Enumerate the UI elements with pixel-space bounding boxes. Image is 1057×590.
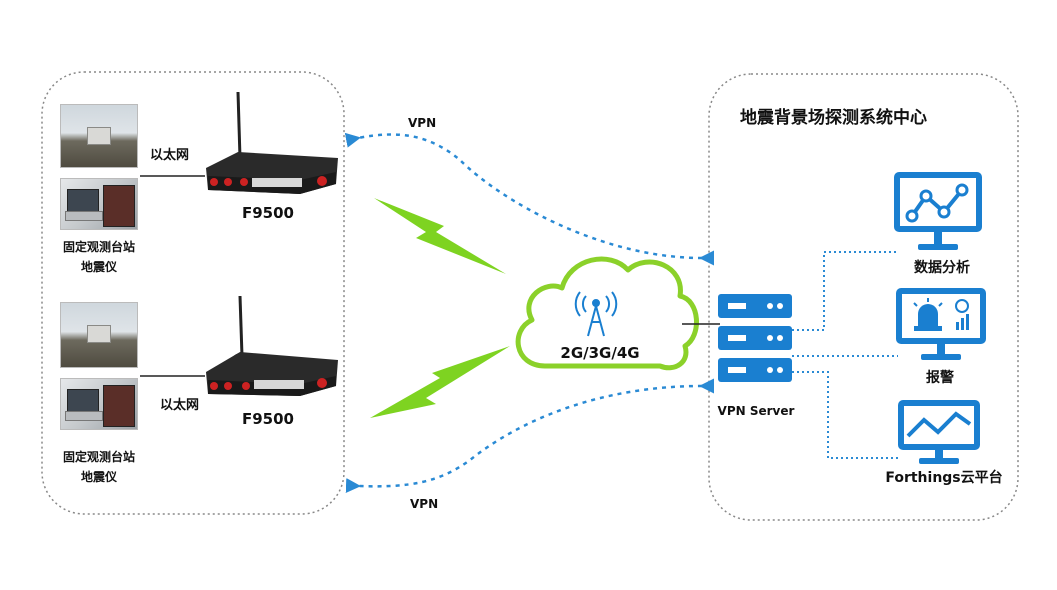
service-label-data-analysis: 数据分析	[914, 260, 970, 276]
field-sites-container	[41, 71, 345, 515]
trend-monitor-icon	[898, 400, 980, 464]
cloud-label: 2G/3G/4G	[560, 344, 640, 362]
router-label-top: F9500	[242, 204, 294, 222]
ethernet-label-top: 以太网	[150, 148, 190, 163]
alarm-monitor-icon	[896, 288, 986, 360]
vpn-label-bottom: VPN	[410, 497, 439, 511]
router-bottom	[206, 295, 338, 396]
vpn-label-top: VPN	[408, 116, 437, 130]
seismometer-photo-bottom	[60, 378, 138, 430]
device-label-top-line1: 固定观测台站	[62, 240, 136, 254]
device-label-top-line2: 地震仪	[80, 260, 118, 274]
center-container	[708, 73, 1019, 521]
link-to-data-analysis	[792, 251, 898, 331]
wireless-bolt-top	[374, 198, 506, 274]
cell-tower-icon	[574, 291, 618, 337]
wireless-bolt-bottom	[370, 346, 510, 418]
seismometer-photo-top	[60, 178, 138, 230]
service-label-cloud-platform: Forthings云平台	[885, 470, 1003, 486]
center-title: 地震背景场探测系统中心	[740, 108, 927, 128]
observation-station-photo-top	[60, 104, 138, 168]
device-label-bottom-line1: 固定观测台站	[62, 450, 136, 464]
vpn-tunnel-bottom	[345, 378, 715, 494]
observation-station-photo-bottom	[60, 302, 138, 368]
vpn-tunnel-top	[344, 132, 715, 266]
router-label-bottom: F9500	[242, 410, 294, 428]
mobile-network-cloud	[515, 256, 699, 371]
vpn-server-label: VPN Server	[717, 404, 795, 418]
link-to-cloud-platform	[792, 371, 898, 459]
device-label-bottom-line2: 地震仪	[80, 470, 118, 484]
router-top	[206, 91, 338, 194]
line-chart-monitor-icon	[894, 172, 982, 250]
service-label-alarm: 报警	[926, 370, 954, 386]
ethernet-label-bottom: 以太网	[160, 398, 200, 413]
vpn-server-icon	[718, 294, 792, 382]
